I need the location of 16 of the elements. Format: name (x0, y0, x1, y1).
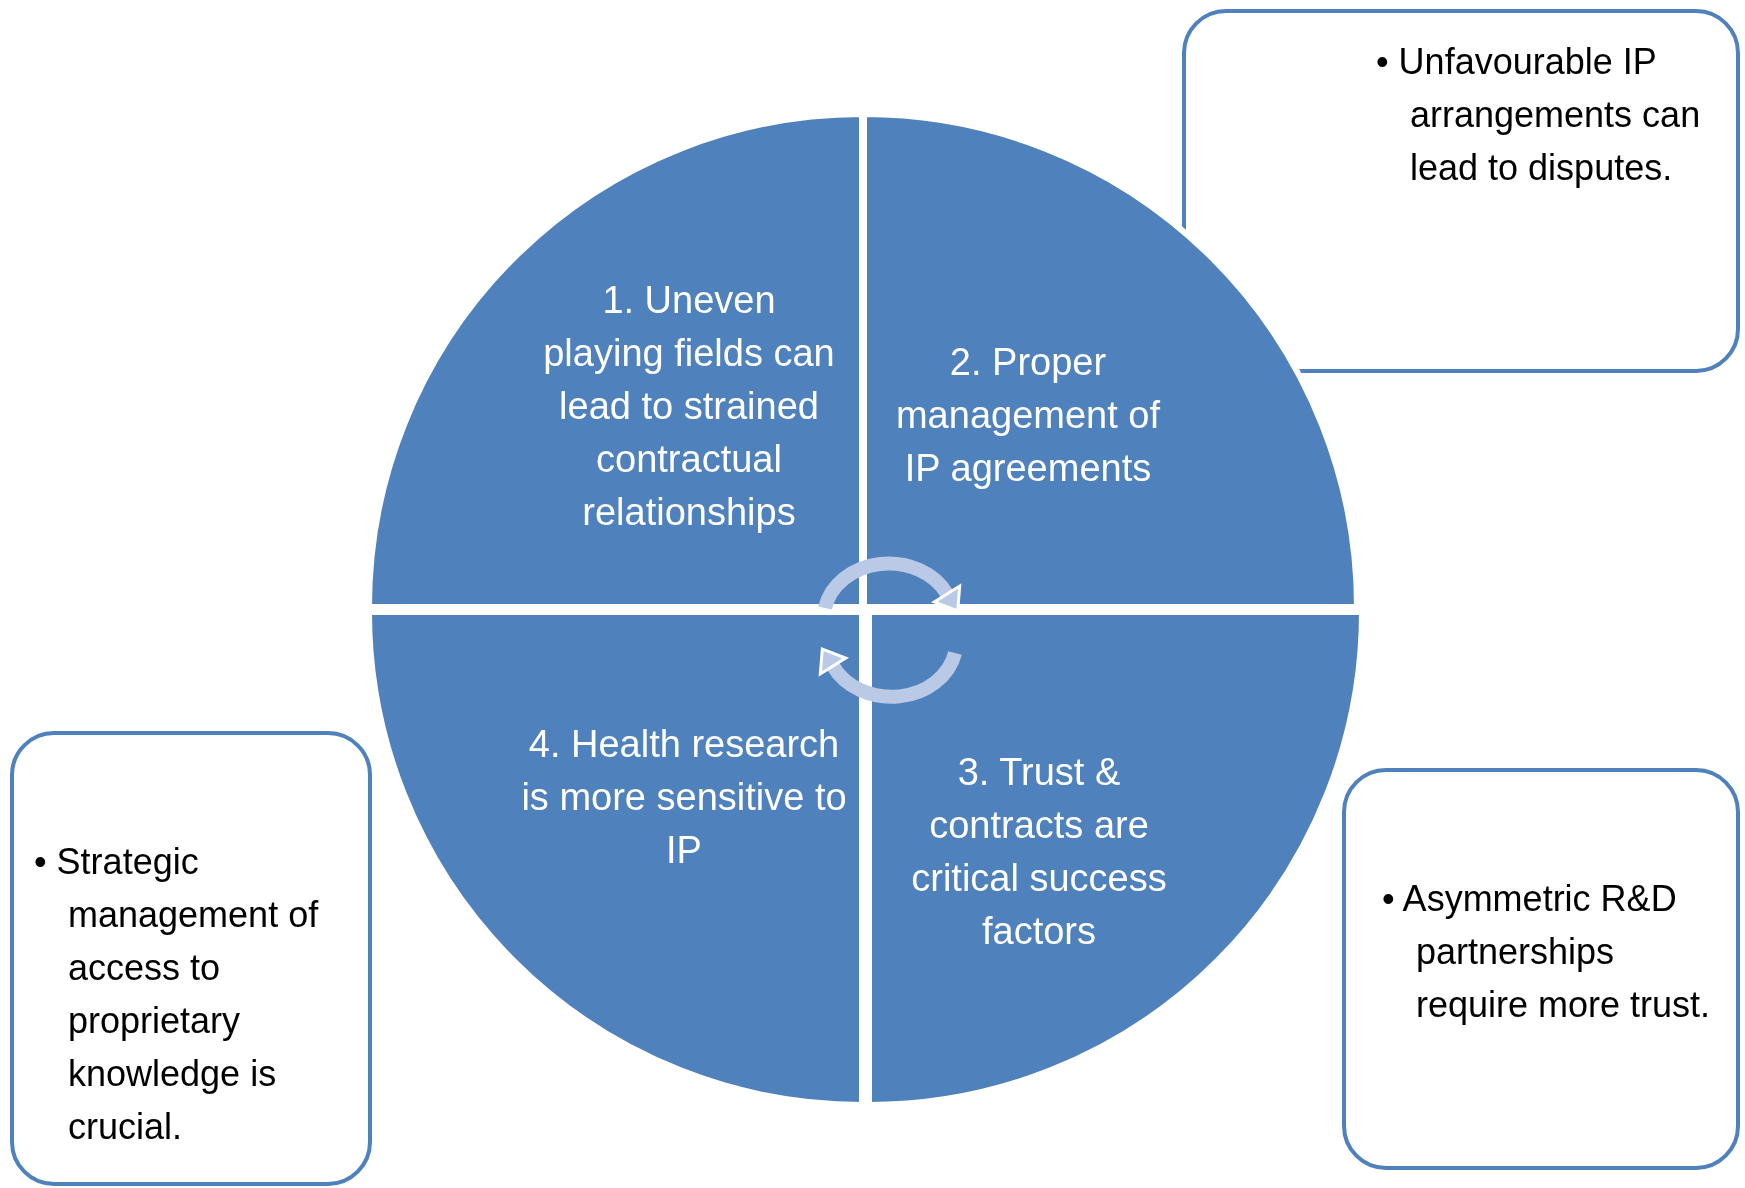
callout-box (1342, 768, 1740, 1170)
segment-label: 2. Proper management of IP agreements (894, 340, 1162, 491)
callout-box (10, 731, 372, 1186)
segment-label: 1. Uneven playing fields can lead to strained contractual relationships (542, 278, 836, 535)
circle-segment (369, 114, 862, 607)
circle-segment (864, 114, 1357, 607)
bullet-point: • Asymmetric R&D partnerships require more trust. (1382, 877, 1712, 1027)
bullet-point: • Unfavourable IP arrangements can lead to disputes. (1376, 40, 1702, 190)
segment-label: 4. Health research is more sensitive to IP (520, 722, 848, 873)
curved-arrow (818, 647, 962, 704)
circle-segment (369, 612, 862, 1105)
curved-arrow (818, 556, 962, 613)
circle-segment (869, 612, 1362, 1105)
callout-box (1182, 9, 1740, 373)
segment-label: 3. Trust & contracts are critical success factors (910, 750, 1168, 954)
bullet-point: • Strategic management of access to proprietary knowledge is crucial. (34, 840, 320, 1149)
